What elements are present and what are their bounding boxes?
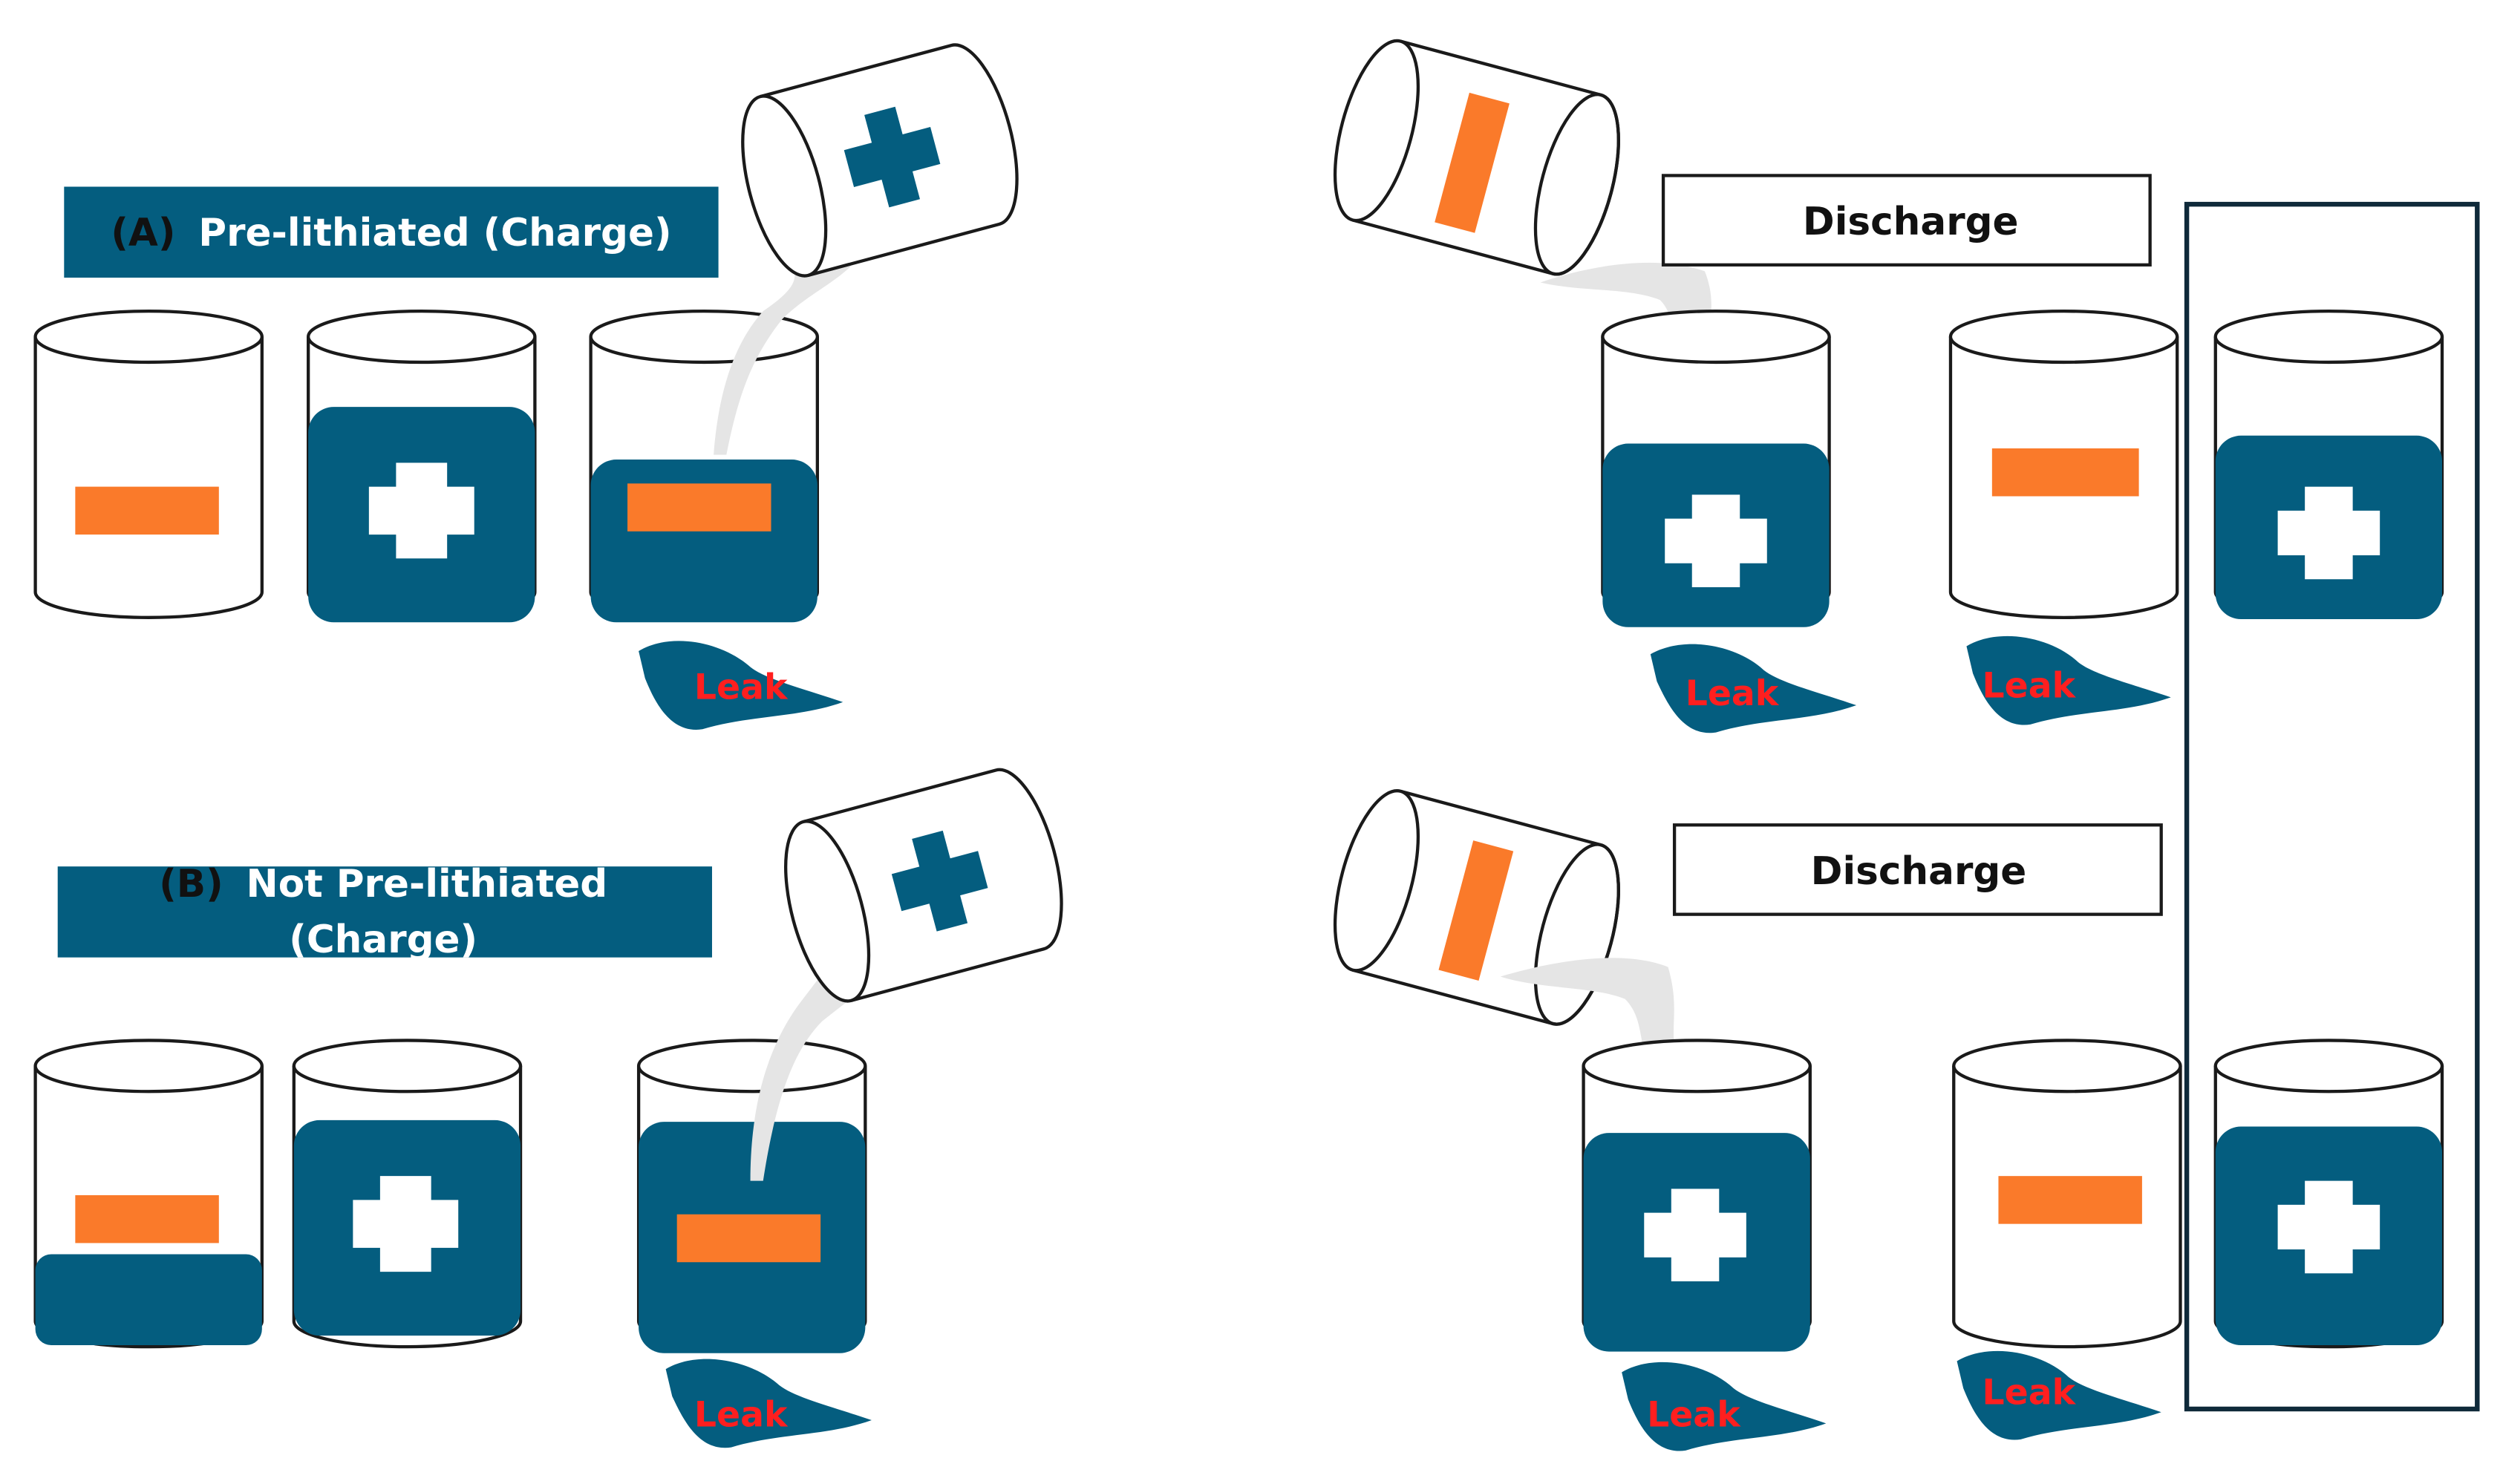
- panel-a-title: Pre-lithiated (Charge): [198, 211, 671, 255]
- jar-b-anode: [1333, 789, 1620, 1026]
- panel-b-title-banner: (B) Not Pre-lithiated (Charge): [57, 862, 712, 962]
- beaker-b-discharge-cathode: [1582, 1039, 1812, 1352]
- panel-b-title-line1: Not Pre-lithiated: [247, 862, 608, 906]
- jar-a-anode: [1333, 39, 1620, 276]
- beaker-a-mixed: [589, 309, 819, 623]
- leak-label: Leak: [1685, 673, 1780, 714]
- panel-a-prefix: (A): [111, 211, 175, 255]
- leak-b2: Leak: [1622, 1362, 1827, 1451]
- plus-icon: [2277, 1180, 2380, 1274]
- beaker-b-mixed: [636, 1039, 867, 1353]
- jar-b-cathode: [784, 768, 1063, 1003]
- anode-bar: [627, 483, 771, 532]
- beaker-b-result: [2213, 1039, 2444, 1349]
- jar-a-cathode: [741, 43, 1019, 278]
- anode-bar: [1438, 840, 1514, 981]
- plus-icon: [1665, 494, 1767, 588]
- discharge-box-bottom: Discharge: [1672, 823, 2163, 916]
- panel-a-title-banner: (A) Pre-lithiated (Charge): [64, 186, 719, 278]
- discharge-label-top: Discharge: [1803, 200, 2019, 244]
- anode-bar: [75, 486, 219, 535]
- leak-label: Leak: [694, 667, 789, 707]
- plus-icon: [843, 106, 941, 208]
- discharge-box-top: Discharge: [1661, 174, 2152, 267]
- beaker-b-cathode: [292, 1039, 523, 1349]
- discharge-label-bottom: Discharge: [1811, 849, 2027, 894]
- plus-icon: [1644, 1189, 1746, 1282]
- anode-bar: [75, 1194, 219, 1243]
- plus-icon: [891, 830, 988, 932]
- svg-text:(A) Pre-lithiated (Charg: (A) Pre-lithiated (Charge): [111, 211, 671, 255]
- panel-b-title-line2: (Charge): [289, 918, 477, 962]
- result-column-frame: [2184, 201, 2480, 1412]
- leak-label: Leak: [1983, 665, 2077, 706]
- beaker-a-result: [2213, 309, 2444, 619]
- leak-label: Leak: [694, 1395, 789, 1436]
- leak-label: Leak: [1647, 1395, 1741, 1436]
- leak-a: Leak: [639, 641, 843, 730]
- beaker-a-cathode: [307, 309, 537, 623]
- anode-bar: [1435, 92, 1510, 233]
- leak-a2: Leak: [1650, 644, 1857, 733]
- beaker-b-anode: [33, 1039, 264, 1349]
- panel-b-prefix: (B): [159, 862, 223, 906]
- anode-bar: [1998, 1176, 2142, 1224]
- anode-bar: [1991, 448, 2139, 497]
- plus-icon: [368, 462, 474, 559]
- leak-b: Leak: [665, 1359, 872, 1448]
- leak-label: Leak: [1983, 1373, 2077, 1413]
- anode-bar: [676, 1214, 821, 1263]
- svg-text:(B) Not Pre-lithiated: (B) Not Pre-lithiated: [159, 862, 607, 906]
- beaker-a-discharge-cathode: [1601, 309, 1831, 627]
- leak-b3: Leak: [1957, 1350, 2161, 1440]
- plus-icon: [353, 1176, 459, 1272]
- leak-a3: Leak: [1966, 635, 2171, 725]
- plus-icon: [2277, 486, 2380, 580]
- beaker-b-discharge-anode: [1952, 1039, 2182, 1349]
- beaker-a-discharge-anode: [1948, 309, 2179, 619]
- beaker-a-anode: [33, 309, 264, 619]
